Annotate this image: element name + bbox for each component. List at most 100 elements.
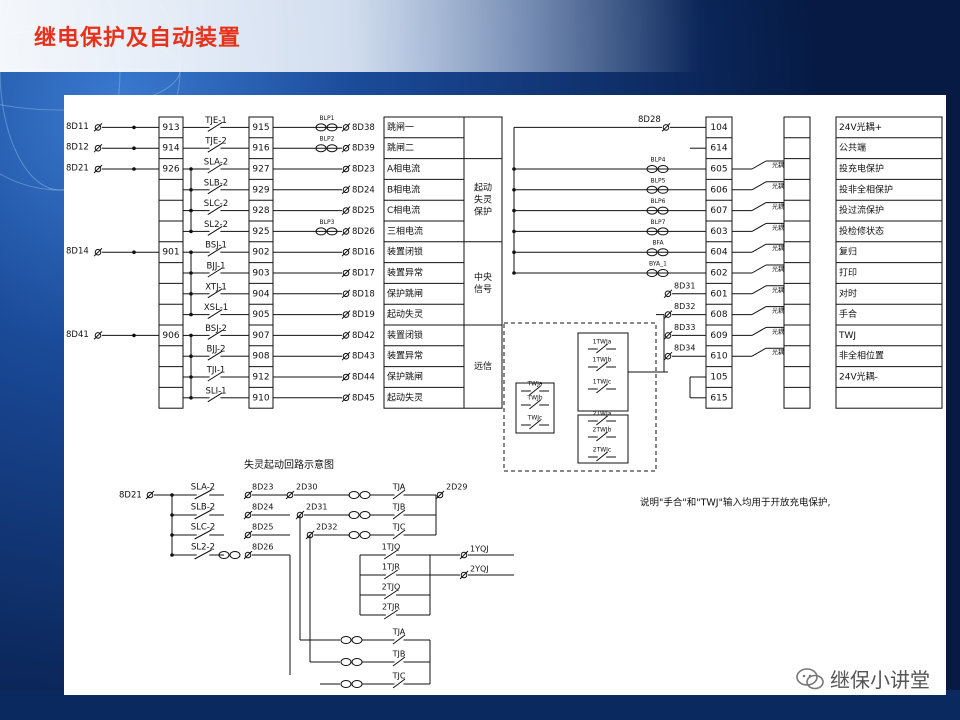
pressure-plate — [657, 206, 669, 215]
watermark: 继保小讲堂 — [796, 664, 930, 693]
junction-dot — [189, 354, 193, 359]
junction-dot — [189, 396, 193, 400]
pressure-plate — [646, 185, 658, 194]
opto-input — [751, 160, 767, 170]
relay-contact — [207, 288, 223, 299]
relay-contact — [596, 343, 608, 354]
plate-label: BLP4 — [651, 157, 666, 164]
terminal-number: 610 — [710, 352, 727, 362]
top-input-label: 8D28 — [638, 115, 661, 125]
relay-contact — [596, 451, 608, 462]
trip-plate — [351, 658, 363, 666]
junction-dot — [170, 513, 174, 517]
function-label: C相电流 — [387, 204, 420, 216]
output-terminal-label: 8D45 — [352, 393, 375, 403]
pressure-plate — [646, 165, 658, 173]
relay-label: TJA — [392, 483, 406, 492]
terminal-slash — [661, 123, 671, 132]
contact-label: TJE-1 — [204, 116, 227, 126]
contact-label: SLA-2 — [191, 483, 215, 493]
output-terminal-label: 8D26 — [352, 227, 375, 237]
terminal-slash — [435, 490, 445, 500]
contact — [194, 549, 212, 560]
junction-dot — [170, 553, 174, 557]
opto-label: 光耦 — [772, 286, 784, 294]
pressure-plate — [646, 206, 658, 215]
contact-label: SL2-2 — [191, 543, 215, 553]
function-label: 三相电流 — [387, 225, 423, 237]
trip-plate — [348, 511, 360, 519]
terminal-label: 8D24 — [252, 503, 273, 512]
contact-label: SLA-2 — [204, 158, 228, 168]
terminal-number: 104 — [710, 123, 727, 133]
terminal-slash — [243, 490, 253, 500]
terminal-number: 902 — [252, 248, 269, 258]
junction-dot — [512, 208, 516, 213]
opto-input — [751, 285, 767, 295]
input-terminal-label: 8D31 — [674, 281, 695, 290]
terminal-slash — [341, 247, 351, 257]
relay-contact — [596, 361, 608, 372]
terminal-number: 925 — [252, 227, 269, 237]
junction-dot — [512, 167, 516, 171]
contact-label: BSJ-1 — [205, 241, 227, 251]
relay-contact — [207, 350, 223, 361]
input-terminal-label: 8D32 — [674, 302, 695, 311]
terminal-slash — [243, 550, 253, 560]
relay-contact — [207, 246, 223, 257]
input-terminal-label: 8D14 — [66, 247, 89, 257]
junction-dot — [132, 146, 136, 150]
opto-input — [751, 306, 767, 316]
terminal-number: 604 — [710, 248, 727, 258]
terminal-slash — [459, 550, 469, 560]
pressure-plate — [315, 227, 327, 236]
input-terminal-label: 8D34 — [674, 344, 695, 353]
trip-plate — [359, 511, 371, 519]
twj-relay-group — [515, 382, 555, 434]
relay-label: TWJb — [526, 395, 542, 402]
junction-dot — [189, 333, 193, 338]
relay-label: 1TJQ — [382, 543, 401, 552]
relay-contact — [207, 184, 223, 195]
relay-label: 2TWJc — [593, 447, 611, 454]
terminal-slash — [341, 310, 351, 319]
relay-label: TJC — [392, 672, 406, 681]
junction-dot — [189, 292, 193, 296]
plate-label: BLP1 — [320, 115, 335, 122]
terminal-slash — [285, 490, 295, 500]
function-label: 手合 — [839, 308, 857, 320]
relay-contact — [529, 399, 541, 410]
terminal-number: 614 — [710, 144, 727, 154]
output-terminal-label: 8D43 — [352, 352, 375, 362]
output-terminal-label: 8D16 — [352, 248, 375, 258]
junction-dot — [170, 493, 174, 497]
terminal-number: 913 — [162, 123, 179, 133]
terminal-label: 2D32 — [316, 523, 337, 532]
contact — [194, 529, 212, 540]
function-label: 复归 — [839, 246, 857, 258]
relay-label: 1TJR — [382, 563, 400, 572]
opto-label: 光耦 — [772, 328, 784, 336]
opto-label: 光耦 — [772, 162, 784, 170]
terminal-slash — [93, 247, 103, 257]
function-label: 起动失灵 — [387, 391, 423, 403]
function-label: 公共端 — [839, 142, 866, 154]
relay-contact — [207, 205, 223, 216]
terminal-number: 906 — [162, 331, 179, 341]
group-label: 信号 — [474, 283, 492, 295]
terminal-slash — [341, 268, 351, 278]
opto-input — [751, 202, 767, 212]
output-terminal-label: 8D23 — [352, 165, 375, 175]
function-label: 保护跳闸 — [387, 287, 423, 299]
contact-label: TJE-2 — [204, 137, 227, 147]
function-label: 装置闭锁 — [387, 246, 423, 258]
pressure-plate — [657, 185, 669, 194]
relay-label: 1TWJc — [593, 379, 611, 386]
junction-dot — [512, 271, 516, 275]
opto-input — [751, 326, 767, 336]
junction-dot — [189, 188, 193, 192]
opto-label: 光耦 — [772, 266, 784, 274]
terminal-number: 905 — [252, 310, 269, 320]
